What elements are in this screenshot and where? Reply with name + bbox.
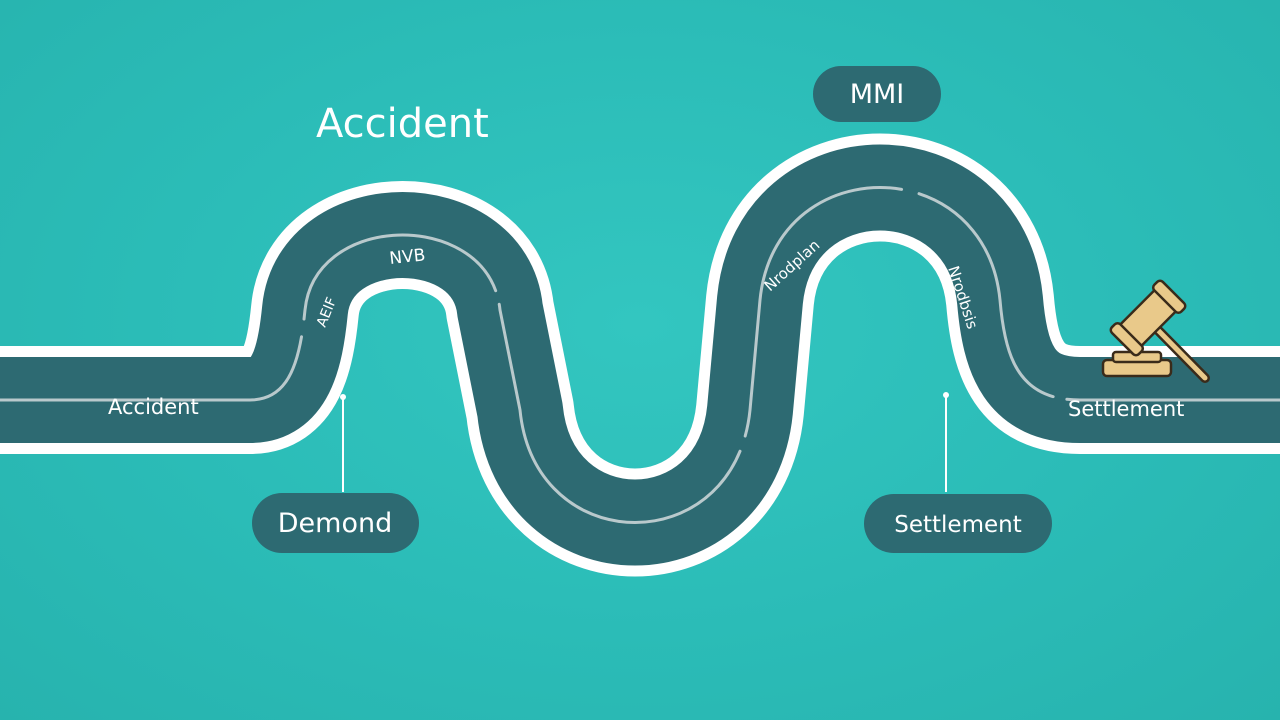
milestone-bottom-right: Settlement	[864, 494, 1052, 553]
road-label-end: Settlement	[1068, 397, 1184, 421]
gavel-icon	[1101, 279, 1210, 383]
road-outline	[0, 133, 1280, 577]
milestone-bottom-left-label: Demond	[278, 508, 392, 539]
road-label-start: Accident	[108, 395, 199, 419]
milestone-bottom-left: Demond	[252, 493, 419, 553]
milestone-bottom-right-label: Settlement	[894, 512, 1021, 538]
connector-dot-left	[340, 394, 346, 400]
connector-dot-right	[943, 392, 949, 398]
road-lane-line	[0, 186, 1280, 524]
milestone-top-label: MMI	[850, 79, 905, 110]
road-label-curve1-b: NVB	[388, 245, 426, 269]
milestone-top: MMI	[813, 66, 941, 122]
title: Accident	[316, 101, 489, 147]
